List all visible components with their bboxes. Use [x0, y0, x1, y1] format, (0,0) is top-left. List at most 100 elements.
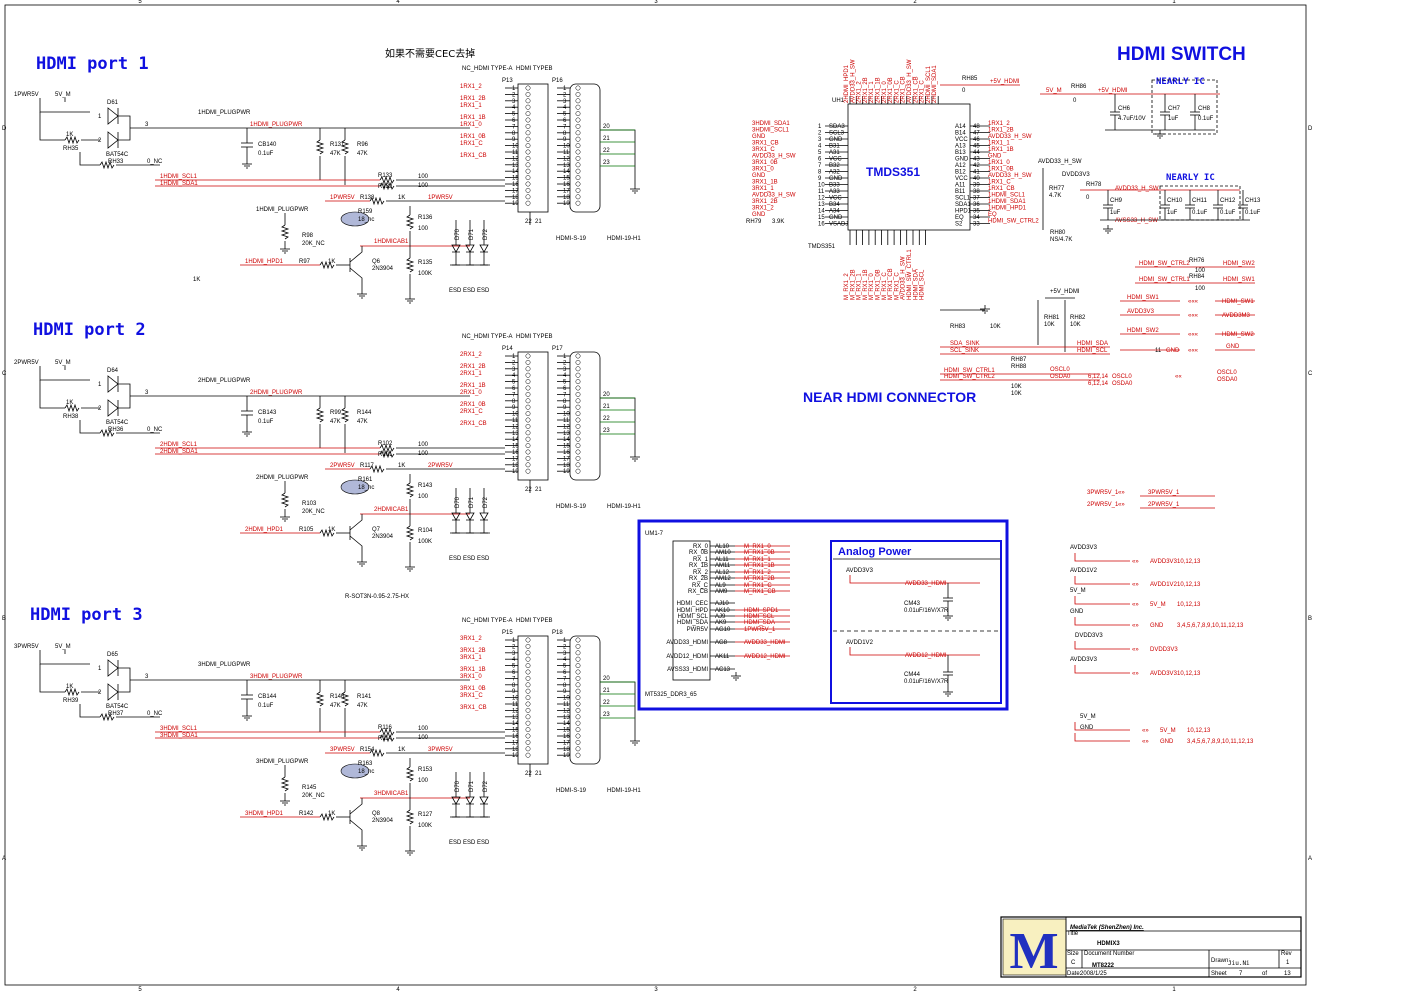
net: HDMI_SW1 — [1222, 299, 1254, 305]
net: OSDA0 — [1217, 377, 1238, 383]
res-value: 100 — [418, 735, 429, 741]
cab-net: 1HDMICAB1 — [374, 239, 409, 245]
bottom-net: M_RX1_2B — [850, 269, 856, 300]
esd-label: ESD — [449, 556, 462, 562]
plug-net-red: 2HDMI_PLUGPWR — [250, 390, 303, 396]
net: HDMI_SW1 — [1127, 295, 1159, 301]
wire — [1074, 641, 1130, 650]
bottom-net: HDMI_SCL — [920, 269, 926, 300]
net: AVDD3M3 — [1222, 313, 1251, 319]
switch-title: HDMI SWITCH — [1117, 44, 1246, 65]
um-pin-num: AM11 — [715, 563, 731, 569]
res-value: 1K — [398, 463, 405, 469]
res-value: 100K — [418, 823, 432, 829]
pin-num: 5 — [563, 664, 567, 670]
resistor — [315, 139, 325, 155]
um-pin-num: AL10 — [715, 544, 730, 550]
res-value: 1K — [66, 684, 73, 690]
pin-pad — [575, 162, 581, 168]
net: HDMI_SCL — [1077, 348, 1108, 354]
res-value: 100 — [418, 778, 429, 784]
pin-num: 15 — [818, 215, 825, 221]
pin-num: 1 — [563, 86, 567, 92]
side-pin: 23 — [603, 160, 610, 166]
um-net: M_RX1_0B — [744, 550, 775, 556]
analog-title: Analog Power — [838, 546, 912, 558]
resistor — [280, 776, 290, 792]
diode-ref: D61 — [107, 100, 119, 106]
esd-ref: D70 — [455, 496, 461, 508]
pin-pad — [525, 417, 531, 423]
diode — [107, 399, 119, 417]
border-row-label: B — [1308, 616, 1312, 622]
near-ic-label-2: NEARLY IC — [1166, 173, 1215, 183]
pin-num: 34 — [973, 215, 980, 221]
um-pin-name: HDMI_SCL — [678, 614, 709, 620]
conn-name: HDMI-S-19 — [556, 236, 587, 242]
pin-num: 10 — [512, 696, 519, 702]
pin-pad — [525, 91, 531, 97]
pin-name: VCC — [829, 157, 842, 163]
res-ref: R105 — [299, 527, 314, 533]
cap-ref: CB144 — [258, 694, 277, 700]
um-pin-name: RX_1 — [693, 557, 709, 563]
pin-name: EQ — [955, 215, 964, 221]
num: 11 — [1155, 348, 1162, 354]
pin-num: 21 — [535, 219, 542, 225]
cap-value: 1uF — [1168, 116, 1179, 122]
res-ref: R132 — [378, 184, 393, 190]
pin-num: 11 — [818, 189, 825, 195]
side-pin: 21 — [603, 136, 610, 142]
pin-pad — [525, 104, 531, 110]
pin-pad — [575, 462, 581, 468]
border-col-label: 2 — [913, 0, 917, 5]
pin-pad — [575, 455, 581, 461]
pin-pad — [575, 181, 581, 187]
um-net: HDMI_SPD1 — [744, 608, 779, 614]
res-value: 100K — [418, 539, 432, 545]
rh-value: 100 — [1195, 286, 1206, 292]
left-net: AVDD33_H_SW — [752, 154, 796, 160]
pin-pad — [525, 391, 531, 397]
pin-pad — [525, 443, 531, 449]
border-row-label: A — [2, 856, 6, 862]
res-value: 100 — [418, 226, 429, 232]
cap-ref: CH6 — [1118, 106, 1131, 112]
wire — [79, 420, 100, 434]
cap-ref: CH12 — [1220, 198, 1236, 204]
pin-num: 3 — [563, 99, 567, 105]
pin-num: 15 — [563, 176, 570, 182]
left-net: 3RX1_2B — [752, 199, 778, 205]
pin-pad — [575, 733, 581, 739]
page-ref: 3,4,5,6,7,8,9,10,11,12,13 — [1187, 739, 1254, 745]
pin-num: 3 — [818, 137, 822, 143]
pwr-net: 2PWR5V — [428, 463, 453, 469]
pin-pad — [575, 682, 581, 688]
pin-num: 8 — [563, 131, 567, 137]
conn-type-b: HDMI TYPEB — [516, 66, 553, 72]
pin-num: 12 — [512, 708, 519, 714]
pin-num: 2 — [98, 690, 102, 696]
cap-value: 0.1uF — [1198, 116, 1214, 122]
pin-num: 2 — [512, 644, 516, 650]
pin-num: 4 — [512, 105, 516, 111]
pin-name: S2 — [955, 222, 963, 228]
net: AVDD33_H_SW — [1115, 186, 1159, 192]
pin-num: 7 — [563, 676, 567, 682]
pin-num: 6 — [512, 670, 516, 676]
net: +5V_HDMI — [1050, 289, 1080, 295]
pin-pad — [575, 85, 581, 91]
cab-net: 2HDMICAB1 — [374, 507, 409, 513]
pin-name: VCC — [829, 196, 842, 202]
power-net: AVDD3V3 — [1150, 671, 1178, 677]
conn-left-body — [517, 635, 549, 765]
resistor — [369, 748, 385, 758]
pin-name: A33 — [829, 189, 840, 195]
cap-value: 0.1uF — [1220, 210, 1236, 216]
pin-pad — [525, 379, 531, 385]
resistor — [315, 691, 325, 707]
right-net: 1RX1_0B — [988, 167, 1014, 173]
power-net: AVDD1V2 — [1150, 582, 1178, 588]
